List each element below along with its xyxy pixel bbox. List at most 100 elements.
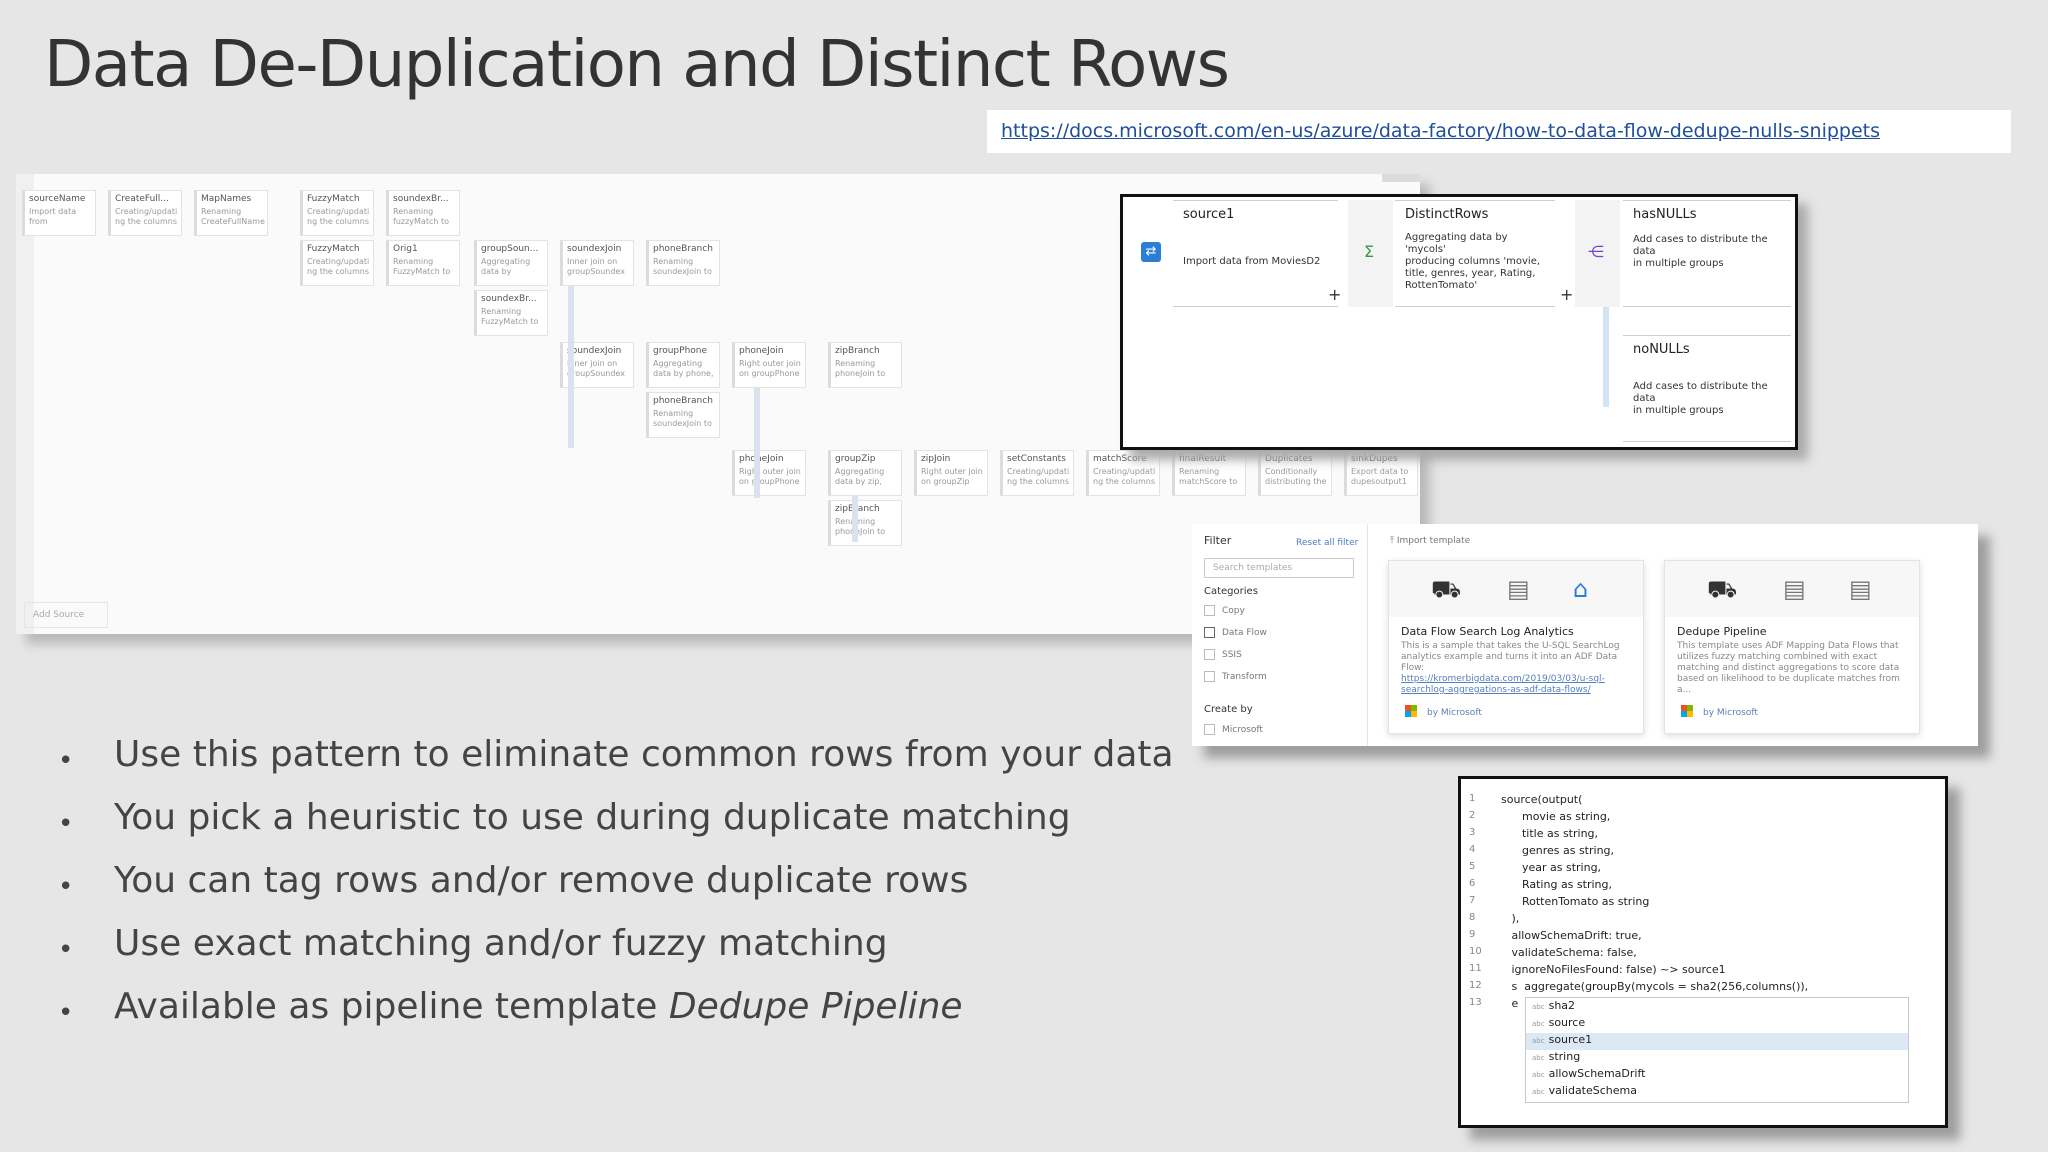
- import-template-button[interactable]: ⤒ Import template: [1390, 536, 1471, 546]
- flow-node-desc: on groupPhone: [739, 369, 800, 378]
- category-checkbox-ssis[interactable]: [1204, 649, 1215, 660]
- flow-node-desc: Renaming: [835, 359, 876, 368]
- flow-node-desc: Inner join on: [567, 359, 618, 368]
- pipeline-icon: ⛟: [1431, 575, 1462, 603]
- add-source-button[interactable]: Add Source: [24, 602, 108, 628]
- flow-node-desc: phoneJoin to: [835, 527, 886, 536]
- code-line: 6 Rating as string,: [1461, 878, 1945, 895]
- flow-connector: [754, 388, 760, 498]
- autocomplete-label: sha2: [1548, 999, 1576, 1012]
- distinctrows-node[interactable]: DistinctRows Aggregating data by 'mycols…: [1395, 200, 1555, 307]
- bullet-text: Use exact matching and/or fuzzy matching: [114, 923, 888, 964]
- code-line: 11 ignoreNoFilesFound: false) ~> source1: [1461, 963, 1945, 980]
- template-search-input[interactable]: Search templates: [1204, 558, 1354, 578]
- line-number: 13: [1469, 997, 1482, 1008]
- document-icon: ▤: [1507, 575, 1530, 603]
- code-text: ignoreNoFilesFound: false) ~> source1: [1501, 963, 1726, 976]
- flow-node-desc: data by zip,: [835, 477, 882, 486]
- add-after-source-button[interactable]: +: [1328, 285, 1342, 304]
- flow-node-desc: Renaming: [201, 207, 242, 216]
- reset-filter-link[interactable]: Reset all filter: [1296, 538, 1359, 548]
- flow-node-desc: soundexJoin to: [653, 267, 712, 276]
- card-desc-line: This is a sample that takes the U-SQL Se…: [1401, 641, 1620, 651]
- flow-node-desc: fuzzyMatch to: [393, 217, 450, 226]
- flow-node-desc: groupSoundex: [567, 369, 625, 378]
- flow-node-desc: Export data to: [1351, 467, 1409, 476]
- source1-node[interactable]: source1 Import data from MoviesD2: [1173, 200, 1338, 307]
- flow-node-title: zipBranch: [835, 346, 880, 356]
- category-checkbox-transform[interactable]: [1204, 671, 1215, 682]
- autocomplete-label: validateSchema: [1548, 1084, 1637, 1097]
- flow-node-title: groupZip: [835, 454, 876, 464]
- card-title: Data Flow Search Log Analytics: [1401, 625, 1574, 638]
- template-card-search-log[interactable]: ⛟ ▤ ⌂ Data Flow Search Log Analytics Thi…: [1388, 560, 1644, 734]
- canvas-scroll-handle[interactable]: [1382, 174, 1420, 182]
- nonulls-node[interactable]: noNULLs Add cases to distribute the data…: [1623, 335, 1791, 442]
- card-header: [1389, 561, 1643, 617]
- category-checkbox-dataflow[interactable]: [1204, 627, 1215, 638]
- line-number: 2: [1469, 810, 1476, 821]
- split-connector: [1603, 307, 1609, 407]
- bullet-text: You pick a heuristic to use during dupli…: [114, 797, 1071, 838]
- flow-node-desc: data by phone,: [653, 369, 714, 378]
- line-number: 12: [1469, 980, 1482, 991]
- flow-node-title: Duplicates: [1265, 454, 1313, 464]
- flow-node-title: soundexJoin: [567, 346, 622, 356]
- flow-node-desc: on groupPhone: [739, 477, 800, 486]
- slide-title: Data De-Duplication and Distinct Rows: [44, 28, 1230, 102]
- line-number: 6: [1469, 878, 1476, 889]
- card-link[interactable]: searchlog-aggregations-as-adf-data-flows…: [1401, 685, 1591, 695]
- bullet-marker: •: [58, 872, 74, 902]
- flow-node-desc: FuzzyMatch to: [393, 267, 451, 276]
- flow-node-title: phoneBranch: [653, 396, 713, 406]
- add-after-distinct-button[interactable]: +: [1560, 285, 1574, 304]
- bullet-text-plain: Available as pipeline template: [114, 986, 669, 1027]
- code-text: Rating as string,: [1501, 878, 1612, 891]
- code-text: RottenTomato as string: [1501, 895, 1650, 908]
- flow-node-title: groupSoun...: [481, 244, 539, 254]
- category-checkbox-copy[interactable]: [1204, 605, 1215, 616]
- flow-node-title: setConstants: [1007, 454, 1066, 464]
- flow-node-title: phoneJoin: [739, 346, 784, 356]
- flow-node-desc: Creating/updati: [307, 207, 370, 216]
- bullet-text: You can tag rows and/or remove duplicate…: [114, 860, 969, 901]
- hasnulls-node[interactable]: hasNULLs Add cases to distribute the dat…: [1623, 200, 1791, 307]
- createby-checkbox-microsoft[interactable]: [1204, 724, 1215, 735]
- template-card-dedupe[interactable]: ⛟ ▤ ▤ Dedupe Pipeline This template uses…: [1664, 560, 1920, 734]
- doc-link[interactable]: https://docs.microsoft.com/en-us/azure/d…: [1001, 120, 1881, 142]
- card-link[interactable]: https://kromerbigdata.com/2019/03/03/u-s…: [1401, 674, 1605, 684]
- filter-sidebar: Filter Reset all filter Search templates…: [1192, 524, 1368, 746]
